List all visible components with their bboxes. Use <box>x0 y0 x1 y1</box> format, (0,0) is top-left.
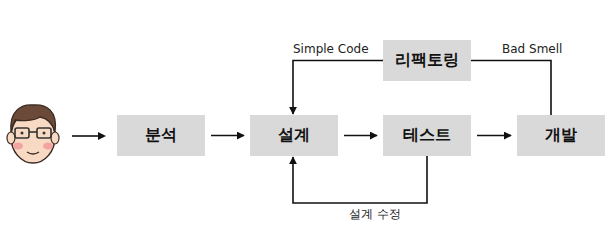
process-box: 분석 <box>117 115 205 156</box>
edge-label: 설계 수정 <box>347 207 403 221</box>
edge-label: Bad Smell <box>500 42 564 56</box>
edge-label: Simple Code <box>291 42 371 56</box>
process-box: 개발 <box>517 115 605 156</box>
box-label: 테스트 <box>403 125 451 146</box>
box-label: 개발 <box>545 125 577 146</box>
flow-connector <box>293 156 427 203</box>
flow-connector <box>471 61 551 116</box>
flow-connector <box>344 135 377 137</box>
flow-connector <box>477 135 511 137</box>
process-box: 설계 <box>250 115 338 156</box>
entry-arrow <box>72 132 106 140</box>
flow-connector <box>293 61 383 115</box>
box-label: 리팩토링 <box>395 50 459 71</box>
flow-connector <box>211 135 244 137</box>
box-label: 설계 <box>278 125 310 146</box>
process-box: 테스트 <box>383 115 471 156</box>
process-box: 리팩토링 <box>383 40 471 81</box>
box-label: 분석 <box>145 125 177 146</box>
person-icon <box>7 105 59 163</box>
